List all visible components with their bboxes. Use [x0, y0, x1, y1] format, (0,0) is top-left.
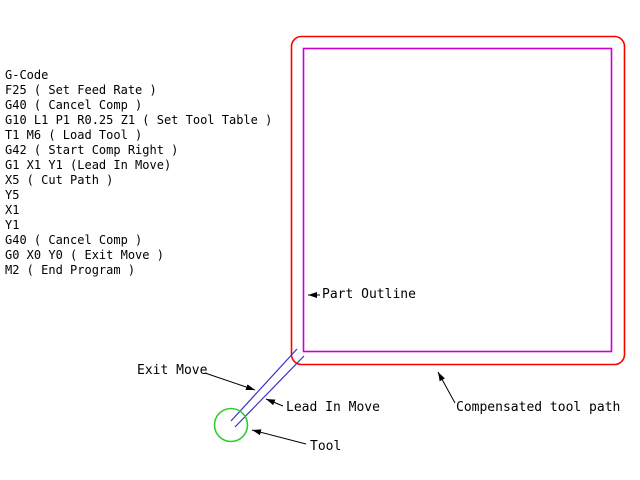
- lead-in-move-arrow: [265, 398, 284, 407]
- gcode-line: T1 M6 ( Load Tool ): [5, 128, 143, 142]
- exit-move-label: Exit Move: [137, 363, 208, 378]
- gcode-line: X5 ( Cut Path ): [5, 173, 114, 187]
- gcode-line: G-Code: [5, 68, 49, 82]
- gcode-listing: G-Code F25 ( Set Feed Rate ) G40 ( Cance…: [5, 68, 272, 278]
- gcode-line: Y1: [5, 218, 20, 232]
- exit-move-line: [230, 348, 298, 422]
- gcode-line: G1 X1 Y1 (Lead In Move): [5, 158, 172, 172]
- gcode-line: F25 ( Set Feed Rate ): [5, 83, 157, 97]
- gcode-line: Y5: [5, 188, 20, 202]
- gcode-line: G0 X0 Y0 ( Exit Move ): [5, 248, 164, 262]
- gcode-line: G40 ( Cancel Comp ): [5, 98, 143, 112]
- gcode-line: X1: [5, 203, 20, 217]
- lead-in-move-line: [234, 355, 305, 428]
- exit-move-arrow: [204, 372, 256, 391]
- tool-arrow: [251, 429, 307, 445]
- compensated-tool-path-arrow: [437, 371, 456, 404]
- lead-in-move-label: Lead In Move: [286, 400, 380, 415]
- gcode-line: G40 ( Cancel Comp ): [5, 233, 143, 247]
- part-outline-rect: [302, 47, 613, 353]
- compensated-tool-path-label: Compensated tool path: [456, 400, 621, 415]
- tool-circle: [213, 407, 249, 443]
- gcode-line: G10 L1 P1 R0.25 Z1 ( Set Tool Table ): [5, 113, 273, 127]
- compensated-tool-path-rect: [290, 35, 626, 366]
- gcode-line: G42 ( Start Comp Right ): [5, 143, 179, 157]
- tool-label: Tool: [310, 439, 342, 454]
- part-outline-label: Part Outline: [322, 287, 416, 302]
- gcode-line: M2 ( End Program ): [5, 263, 136, 277]
